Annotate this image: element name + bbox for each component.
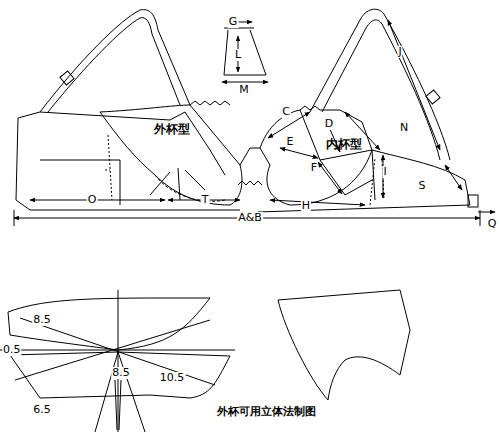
part-label: S bbox=[418, 180, 427, 192]
part-label: F bbox=[310, 162, 318, 174]
part-label: J bbox=[397, 46, 402, 58]
part-label: E bbox=[286, 136, 295, 148]
part-label: M bbox=[238, 84, 250, 96]
part-label: T bbox=[201, 194, 210, 206]
part-label: G bbox=[228, 16, 239, 28]
part-label: L bbox=[234, 49, 242, 61]
part-label: 6.5 bbox=[32, 404, 52, 416]
part-label: 外杯可用立体法制图 bbox=[216, 406, 317, 418]
part-label: O bbox=[87, 194, 98, 206]
part-label: 外杯型 bbox=[153, 123, 191, 136]
part-label: N bbox=[399, 122, 409, 134]
part-label: 8.5 bbox=[111, 367, 131, 379]
part-label: H bbox=[301, 200, 311, 212]
part-label: 内杯型 bbox=[325, 138, 363, 151]
part-label: I bbox=[382, 166, 387, 178]
part-label: Q bbox=[487, 218, 498, 230]
part-label: 10.5 bbox=[159, 372, 186, 384]
part-label: 0.5 bbox=[2, 344, 22, 356]
part-label: D bbox=[324, 118, 334, 130]
part-label: C bbox=[281, 106, 291, 118]
part-label: A&B bbox=[237, 212, 263, 224]
part-label: 8.5 bbox=[32, 314, 52, 326]
